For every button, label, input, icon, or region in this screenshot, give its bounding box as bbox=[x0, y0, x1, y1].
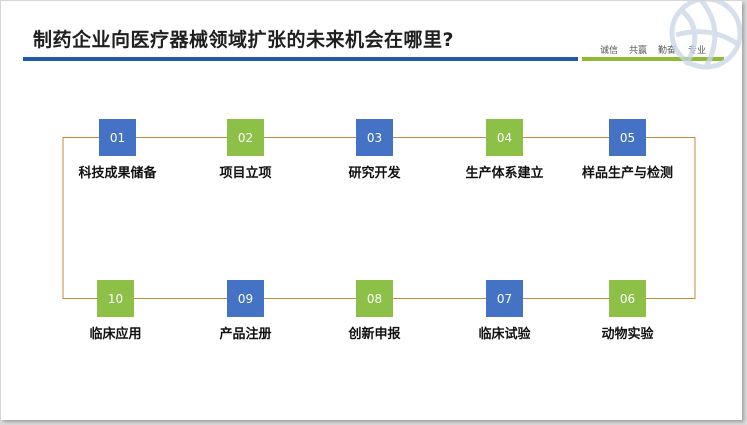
step-label: 临床应用 bbox=[89, 327, 142, 342]
step-number-box: 03 bbox=[356, 119, 393, 156]
title-underline-blue bbox=[23, 57, 578, 61]
connector-line bbox=[62, 137, 99, 299]
globe-logo-icon bbox=[669, 1, 742, 70]
step-number-box: 08 bbox=[356, 280, 393, 317]
step-label: 创新申报 bbox=[348, 327, 401, 342]
tagline-item: 勤奋 bbox=[658, 46, 677, 56]
step-number-box: 10 bbox=[97, 280, 134, 317]
step-label: 临床试验 bbox=[478, 327, 531, 342]
slide: 制药企业向医疗器械领域扩张的未来机会在哪里? 诚信 共赢 勤奋 专业 01 科技成… bbox=[1, 1, 742, 420]
step-number-box: 06 bbox=[609, 280, 646, 317]
step-label: 样品生产与检测 bbox=[581, 166, 673, 181]
step-number-box: 09 bbox=[227, 280, 264, 317]
step-number-box: 01 bbox=[99, 119, 136, 156]
step-label: 项目立项 bbox=[219, 166, 272, 181]
tagline-item: 诚信 bbox=[600, 46, 619, 56]
step-label: 科技成果储备 bbox=[78, 166, 157, 181]
step-label: 研究开发 bbox=[348, 166, 401, 181]
step-number-box: 02 bbox=[227, 119, 264, 156]
step-number-box: 05 bbox=[609, 119, 646, 156]
title-underline-green bbox=[582, 57, 724, 61]
connector-line bbox=[646, 137, 696, 299]
step-label: 产品注册 bbox=[219, 327, 272, 342]
step-number-box: 07 bbox=[486, 280, 523, 317]
page-title: 制药企业向医疗器械领域扩张的未来机会在哪里? bbox=[33, 29, 455, 51]
flow-connectors bbox=[62, 137, 696, 299]
step-number-box: 04 bbox=[486, 119, 523, 156]
step-label: 动物实验 bbox=[601, 327, 654, 342]
step-label: 生产体系建立 bbox=[465, 166, 544, 181]
tagline-item: 共赢 bbox=[629, 46, 648, 56]
tagline-item: 专业 bbox=[688, 46, 707, 56]
